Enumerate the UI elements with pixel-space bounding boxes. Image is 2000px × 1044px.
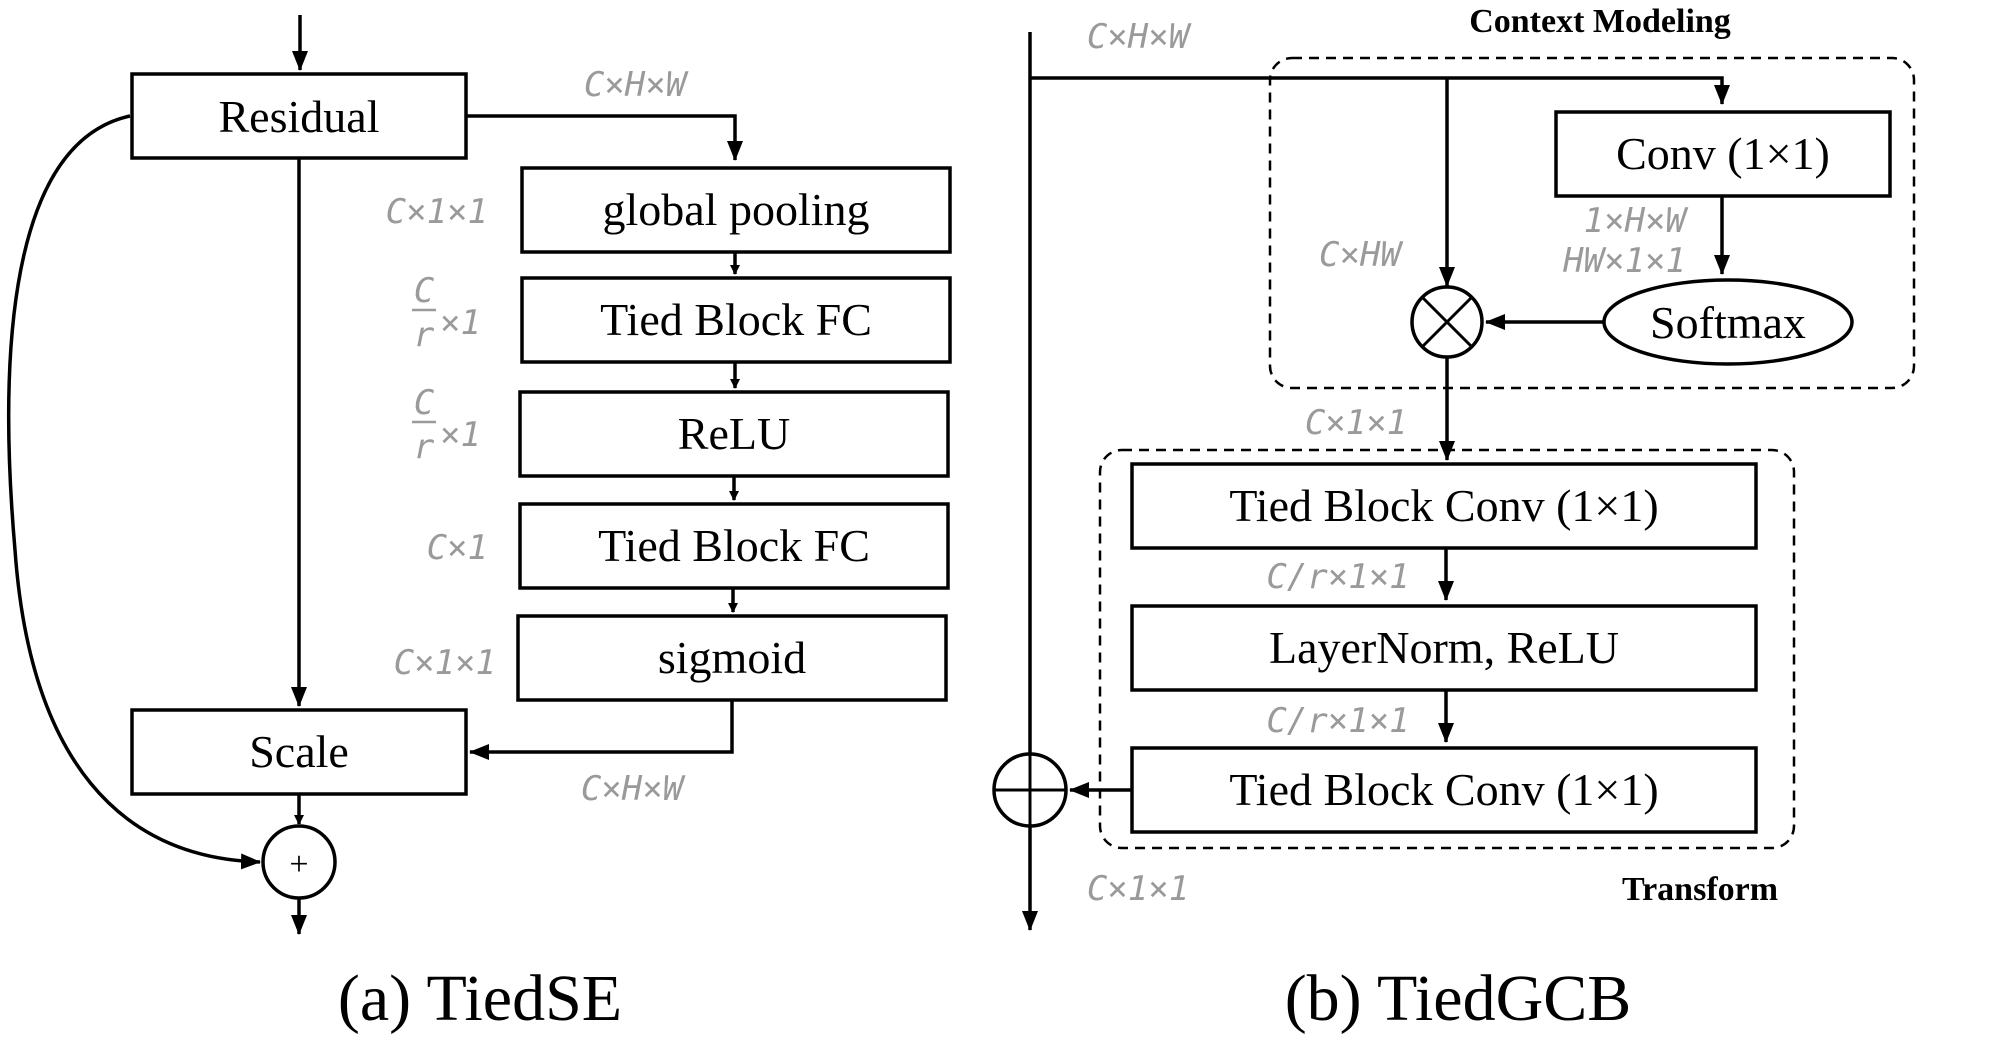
layernorm-relu-box — [1130, 604, 1758, 692]
tied-block-conv2-box — [1130, 746, 1758, 834]
tied-block-fc1-label: Tied Block FC — [600, 294, 872, 345]
dim-pool: C×1×1 — [386, 192, 488, 232]
dim-gcb-top: C×H×W — [1087, 17, 1192, 57]
tiedse-caption: (a) TiedSE — [338, 962, 622, 1035]
dim-fc1-tail: ×1 — [440, 303, 481, 343]
tiedse-diagram: Residual C×H×W global pooling C×1×1 Tied… — [6, 15, 952, 1035]
residual-label: Residual — [219, 91, 380, 142]
transform-region — [1098, 448, 1796, 850]
layernorm-relu-label: LayerNorm, ReLU — [1269, 622, 1619, 673]
dim-fc2: C×1 — [427, 528, 488, 568]
matmul-node — [1410, 285, 1484, 359]
dim-relu-tail: ×1 — [440, 415, 481, 455]
tied-block-fc2-label: Tied Block FC — [598, 520, 870, 571]
dim-sigmoid: C×1×1 — [394, 643, 496, 683]
sigmoid-label: sigmoid — [658, 632, 806, 683]
tied-block-conv1-box — [1130, 462, 1758, 550]
dim-relu-denominator: r — [414, 427, 435, 467]
dim-ln-out: C/r×1×1 — [1266, 701, 1409, 741]
sigmoid-box — [516, 614, 948, 702]
dim-gcb-mid: C×1×1 — [1305, 403, 1407, 443]
scale-label: Scale — [249, 726, 349, 777]
dim-chw-bottom: C×H×W — [581, 769, 686, 809]
dim-chw-top: C×H×W — [584, 65, 689, 105]
tied-block-fc1-box — [520, 276, 952, 364]
relu-box — [518, 390, 950, 478]
global-pooling-box — [520, 166, 952, 254]
tiedgcb-caption: (b) TiedGCB — [1285, 962, 1632, 1035]
transform-title: Transform — [1622, 871, 1778, 908]
tied-block-fc2-box — [518, 502, 950, 590]
dim-conv-out1: 1×H×W — [1584, 201, 1689, 241]
tied-block-conv2-label: Tied Block Conv (1×1) — [1229, 764, 1658, 815]
broadcast-add-node — [992, 752, 1068, 828]
dim-fc1-numerator: C — [414, 271, 435, 311]
dim-ln-in: C/r×1×1 — [1266, 557, 1409, 597]
scale-box — [130, 708, 468, 796]
plus-symbol: + — [289, 846, 308, 883]
relu-label: ReLU — [678, 408, 790, 459]
conv-1x1-label: Conv (1×1) — [1616, 128, 1830, 179]
skip-connection-arrow — [6, 114, 261, 870]
tiedgcb-diagram: C×H×W Context Modeling C×HW Conv (1×1) 1… — [992, 3, 1916, 1035]
dim-gcb-bottom: C×1×1 — [1087, 869, 1189, 909]
global-pooling-label: global pooling — [602, 184, 869, 235]
tied-block-conv1-label: Tied Block Conv (1×1) — [1229, 480, 1658, 531]
softmax-label: Softmax — [1650, 297, 1806, 348]
dim-conv-out2: HW×1×1 — [1562, 241, 1686, 281]
residual-to-pooling-arrow — [466, 114, 743, 161]
context-modeling-title: Context Modeling — [1469, 3, 1731, 40]
dim-chw-flat: C×HW — [1319, 235, 1403, 275]
trunk-to-conv-arrow — [1030, 76, 1730, 105]
sigmoid-to-scale-arrow — [469, 700, 734, 760]
dim-relu-numerator: C — [414, 383, 435, 423]
dim-fc1-denominator: r — [414, 315, 435, 355]
